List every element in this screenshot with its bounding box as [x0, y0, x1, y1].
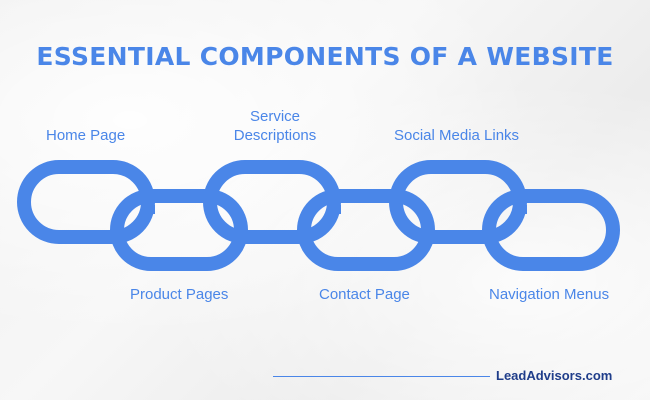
page-title: ESSENTIAL COMPONENTS OF A WEBSITE	[36, 42, 614, 71]
chain-link-4	[297, 189, 435, 271]
label-service-line-1: Service	[249, 108, 301, 125]
label-contact-page: Contact Page	[319, 286, 410, 303]
label-service-line-2: Descriptions	[233, 127, 317, 144]
chain-link-6	[482, 189, 620, 271]
label-home-page: Home Page	[46, 127, 126, 144]
label-product-pages: Product Pages	[130, 286, 229, 303]
label-navigation-menus: Navigation Menus	[489, 286, 610, 303]
label-service-descriptions: Service Descriptions	[220, 107, 330, 145]
chain-link-2	[110, 189, 248, 271]
footer-divider	[273, 376, 490, 377]
brand-link[interactable]: LeadAdvisors.com	[496, 368, 613, 383]
label-social-media-links: Social Media Links	[394, 127, 520, 144]
